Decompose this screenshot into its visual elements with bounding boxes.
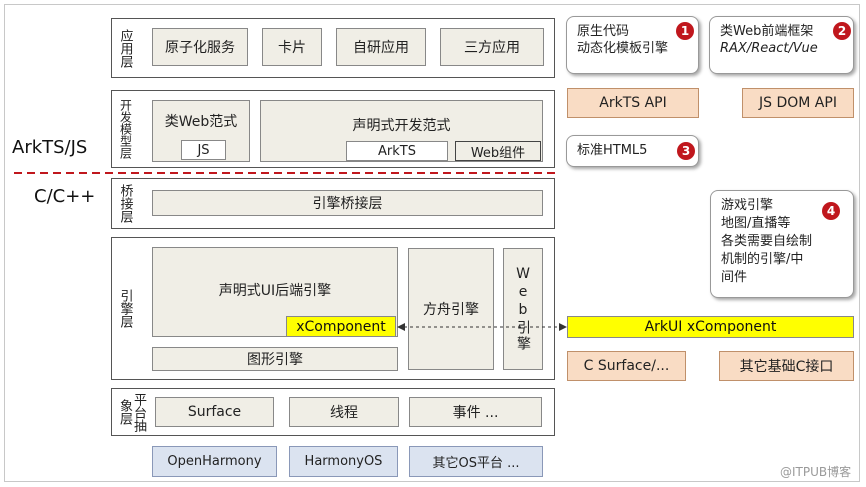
bridge-layer-label: 桥接层: [117, 184, 133, 223]
app-item-atomic-service: 原子化服务: [152, 28, 248, 66]
xcomponent-link-arrow-right: [559, 323, 567, 331]
web-like-paradigm-label: 类Web范式: [164, 114, 238, 130]
graphics-engine-box: 图形引擎: [152, 347, 398, 371]
js-dom-api-box: JS DOM API: [742, 88, 854, 118]
callout-3-text: 标准HTML5: [577, 143, 648, 158]
xcomponent-box: xComponent: [286, 316, 396, 337]
web-component-box: Web组件: [455, 141, 541, 161]
arkui-xcomponent-box: ArkUI xComponent: [567, 316, 854, 338]
callout-4-line-3: 各类需要自绘制: [721, 234, 813, 249]
callout-4-line-4: 机制的引擎/中: [721, 252, 804, 267]
xcomponent-link-arrow-left: [397, 323, 405, 331]
engine-layer-label: 引擎层: [117, 289, 133, 328]
c-cpp-label: C/C++: [34, 186, 96, 207]
arkts-js-label: ArkTS/JS: [12, 137, 88, 158]
os-harmonyos: HarmonyOS: [289, 446, 398, 477]
other-c-interface-box: 其它基础C接口: [719, 351, 854, 381]
app-layer-label: 应用层: [117, 28, 133, 68]
arkts-api-box: ArkTS API: [567, 88, 699, 118]
c-surface-box: C Surface/...: [567, 351, 686, 381]
callout-4-badge: 4: [822, 202, 840, 220]
engine-bridge-box: 引擎桥接层: [152, 190, 543, 216]
diagram-frame: [4, 4, 860, 482]
arkts-box: ArkTS: [346, 141, 448, 161]
surface-box: Surface: [155, 397, 274, 427]
callout-1-line-1: 原生代码: [577, 24, 630, 39]
callout-1-line-2: 动态化模板引擎: [577, 41, 669, 56]
js-box: JS: [181, 140, 226, 160]
web-engine-box: Web引擎: [503, 248, 543, 370]
platform-layer-text: 平台抽象层: [117, 392, 146, 432]
declarative-paradigm-label: 声明式开发范式: [352, 118, 451, 134]
callout-1: 原生代码 动态化模板引擎: [566, 16, 699, 74]
callout-2-line-2: RAX/React/Vue: [720, 41, 818, 56]
callout-4-line-1: 游戏引擎: [721, 198, 774, 213]
event-box: 事件 ...: [409, 397, 542, 427]
dev-layer-label: 开发模型层: [118, 99, 133, 159]
fangzhou-engine-box: 方舟引擎: [408, 248, 494, 370]
app-item-self-developed: 自研应用: [336, 28, 426, 66]
callout-3-badge: 3: [677, 142, 695, 160]
callout-2-badge: 2: [833, 22, 851, 40]
callout-3: 标准HTML5: [566, 135, 699, 167]
callout-4-line-2: 地图/直播等: [721, 216, 791, 231]
app-item-third-party: 三方应用: [440, 28, 544, 66]
watermark: @ITPUB博客: [780, 465, 852, 479]
callout-1-badge: 1: [676, 22, 694, 40]
app-item-card: 卡片: [262, 28, 322, 66]
callout-2-line-1: 类Web前端框架: [720, 24, 814, 39]
callout-4-line-5: 间件: [721, 270, 748, 285]
callout-2: 类Web前端框架 RAX/React/Vue: [709, 16, 854, 74]
thread-box: 线程: [289, 397, 399, 427]
xcomponent-link: [397, 323, 567, 331]
callout-4: 游戏引擎 地图/直播等 各类需要自绘制 机制的引擎/中 间件: [710, 190, 854, 298]
declarative-ui-backend-label: 声明式UI后端引擎: [218, 283, 332, 299]
os-openharmony: OpenHarmony: [152, 446, 277, 477]
platform-layer-label: 平台抽象层: [113, 390, 147, 434]
os-other: 其它OS平台 ...: [409, 446, 543, 477]
language-divider: [14, 172, 560, 174]
